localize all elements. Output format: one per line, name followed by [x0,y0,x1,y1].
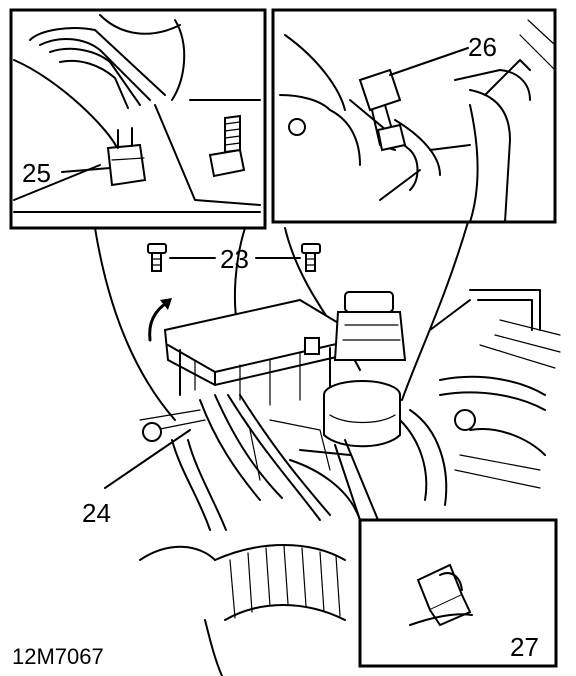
corrugated-hose [139,544,346,676]
pipework [429,289,561,456]
round-canister [323,380,401,448]
callout-23: 23 [220,244,249,274]
inset-frame-connector-25: 25 [9,8,267,230]
wiring-harness [139,394,331,531]
fusebox-cover [163,298,352,406]
callout-25: 25 [22,158,51,188]
inset-frame-connector-26: 26 [271,8,557,224]
callout-26: 26 [468,32,497,62]
callout-group-23: 23 [147,243,321,274]
connector-26 [358,68,407,152]
callout-27: 27 [510,632,539,662]
engine-bay-scene [94,221,561,676]
bolt-icon-right [301,243,321,272]
fluid-reservoir [333,291,407,361]
retaining-clip-27 [409,563,473,627]
earth-stud-bolt [208,114,246,178]
callout-group-24: 24 [82,429,191,528]
figure-code: 12M7067 [12,644,104,669]
bolt-icon-left [147,243,167,272]
rotation-arrow-icon [148,298,172,342]
connector-25 [106,127,147,187]
inset-frame-clip-27: 27 [334,439,558,668]
callout-24: 24 [82,498,111,528]
